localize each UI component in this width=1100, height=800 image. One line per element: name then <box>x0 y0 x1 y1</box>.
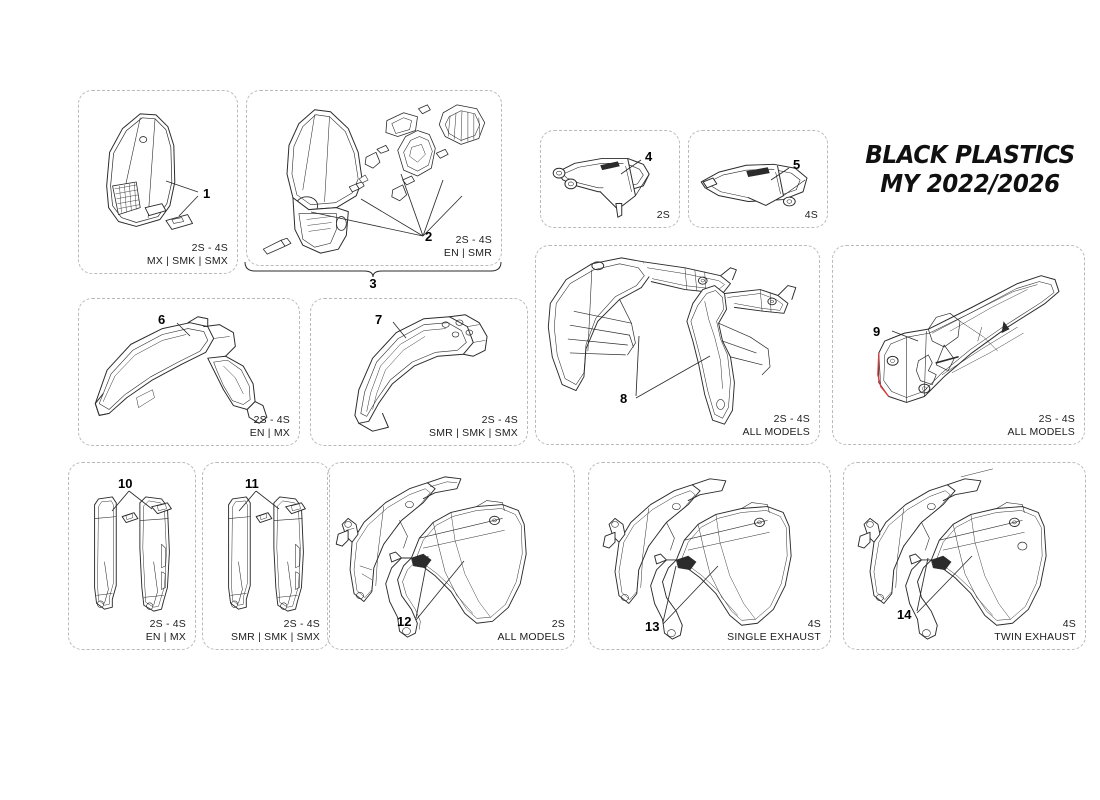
panel-caption-11: 2S - 4S SMR | SMK | SMX <box>231 618 320 643</box>
caption-line2: 4S <box>804 208 818 221</box>
page-title-line2: MY 2022/2026 <box>880 169 1060 198</box>
panel-caption-2: 2S - 4S EN | SMR <box>444 234 492 259</box>
caption-line1: 2S - 4S <box>191 242 228 255</box>
callout-number-6: 6 <box>158 312 166 327</box>
caption-line2: SMR | SMK | SMX <box>429 426 518 439</box>
panel-front-plate-4s[interactable]: 4S <box>688 130 828 228</box>
callout-number-1: 1 <box>203 186 211 201</box>
panel-caption-10: 2S - 4S EN | MX <box>146 618 186 643</box>
callout-number-2: 2 <box>425 229 433 244</box>
caption-line1: 2S - 4S <box>773 413 810 426</box>
caption-line1: 2S - 4S <box>149 618 186 631</box>
caption-line1: 2S - 4S <box>481 414 518 427</box>
panel-caption-12: 2S ALL MODELS <box>497 618 565 643</box>
caption-line2: 2S <box>656 208 670 221</box>
caption-line2: SMR | SMK | SMX <box>231 630 320 643</box>
panel-caption-8: 2S - 4S ALL MODELS <box>742 413 810 438</box>
panel-caption-9: 2S - 4S ALL MODELS <box>1007 413 1075 438</box>
callout-number-10: 10 <box>118 476 133 491</box>
panel-rear-subframe[interactable]: 2S - 4S ALL MODELS <box>535 245 820 445</box>
caption-line2: ALL MODELS <box>497 630 565 643</box>
caption-line1: 2S - 4S <box>455 234 492 247</box>
callout-number-8: 8 <box>620 391 628 406</box>
panel-side-panels-2s[interactable]: 2S ALL MODELS <box>327 462 575 650</box>
panel-fork-guards-en-mx[interactable]: 2S - 4S EN | MX <box>68 462 196 650</box>
panel-headlight-mask[interactable]: 2S - 4S MX | SMK | SMX <box>78 90 238 274</box>
panel-front-fender-en-mx[interactable]: 2S - 4S EN | MX <box>78 298 300 446</box>
callout-number-13: 13 <box>645 619 660 634</box>
caption-line2: ALL MODELS <box>1007 425 1075 438</box>
callout-number-4: 4 <box>645 149 653 164</box>
page-title-line1: BLACK PLASTICS <box>865 140 1075 169</box>
panel-caption-4: 2S <box>657 209 670 221</box>
panel-fork-guards-smr[interactable]: 2S - 4S SMR | SMK | SMX <box>202 462 330 650</box>
caption-line1: 2S - 4S <box>283 618 320 631</box>
caption-line2: MX | SMK | SMX <box>146 254 228 267</box>
callout-number-14: 14 <box>897 607 912 622</box>
caption-line1: 4S <box>807 618 821 631</box>
caption-line2: EN | SMR <box>443 246 492 259</box>
panel-headlight-assembly[interactable]: 2S - 4S EN | SMR <box>246 90 502 266</box>
callout-number-9: 9 <box>873 324 881 339</box>
caption-line1: 2S - 4S <box>253 414 290 427</box>
page-title: BLACK PLASTICS MY 2022/2026 <box>864 140 1076 198</box>
caption-line2: EN | MX <box>145 630 186 643</box>
panel-side-panels-4s-twin[interactable]: 4S TWIN EXHAUST <box>843 462 1086 650</box>
panel-front-plate-2s[interactable]: 2S <box>540 130 680 228</box>
group-bracket-3-label: 3 <box>369 276 377 291</box>
caption-line2: EN | MX <box>249 426 290 439</box>
callout-number-12: 12 <box>397 614 412 629</box>
panel-caption-13: 4S SINGLE EXHAUST <box>727 618 821 643</box>
panel-front-fender-smr[interactable]: 2S - 4S SMR | SMK | SMX <box>310 298 528 446</box>
callout-number-11: 11 <box>245 476 259 491</box>
panel-caption-1: 2S - 4S MX | SMK | SMX <box>147 242 228 267</box>
caption-line1: 2S - 4S <box>1038 413 1075 426</box>
callout-number-7: 7 <box>375 312 383 327</box>
panel-caption-5: 4S <box>805 209 818 221</box>
group-bracket-3 <box>244 261 502 278</box>
panel-caption-7: 2S - 4S SMR | SMK | SMX <box>429 414 518 439</box>
caption-line2: TWIN EXHAUST <box>994 630 1076 643</box>
panel-rear-fender[interactable]: 2S - 4S ALL MODELS <box>832 245 1085 445</box>
caption-line2: SINGLE EXHAUST <box>727 630 821 643</box>
callout-number-5: 5 <box>793 157 801 172</box>
panel-caption-14: 4S TWIN EXHAUST <box>994 618 1076 643</box>
caption-line1: 2S <box>551 618 565 631</box>
panel-side-panels-4s-single[interactable]: 4S SINGLE EXHAUST <box>588 462 831 650</box>
panel-caption-6: 2S - 4S EN | MX <box>250 414 290 439</box>
caption-line2: ALL MODELS <box>742 425 810 438</box>
caption-line1: 4S <box>1062 618 1076 631</box>
